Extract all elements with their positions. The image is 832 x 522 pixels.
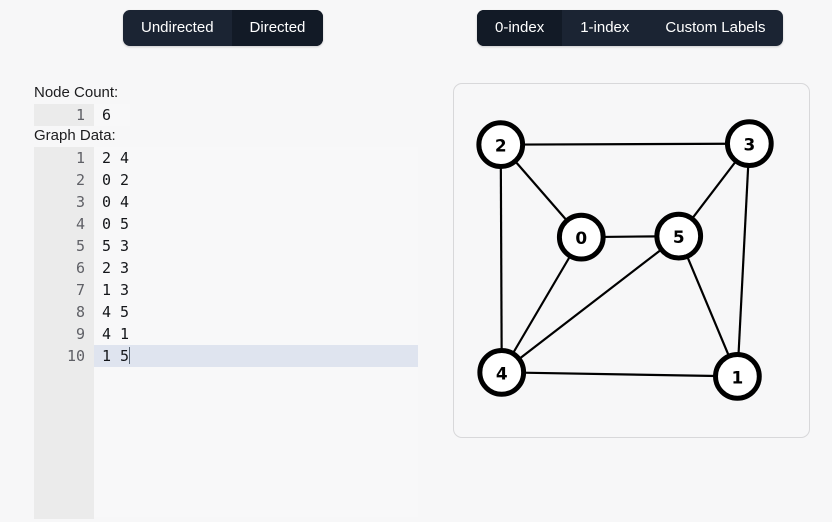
graph-node[interactable]: 2 [476, 120, 526, 170]
node-label: 4 [496, 363, 508, 383]
active-line-highlight [94, 345, 418, 367]
code-line[interactable]: 1 3 [102, 281, 130, 299]
graph-data-editor[interactable]: 1 2 3 4 5 6 7 8 9 10 2 4 0 2 0 4 0 5 5 3 2 3 1 3 4 5 4 1 1… [34, 147, 418, 519]
graph-edge [517, 248, 663, 361]
toggle-option-undirected[interactable]: Undirected [123, 10, 232, 46]
graph-edge [685, 254, 731, 358]
graph-edge [737, 164, 750, 356]
node-count-gutter: 1 [34, 104, 94, 126]
graph-data-gutter: 1 2 3 4 5 6 7 8 9 10 [34, 147, 94, 519]
graph-edge [499, 165, 503, 352]
node-circle[interactable] [654, 211, 704, 261]
code-line[interactable]: 2 3 [102, 259, 130, 277]
text-caret [129, 347, 131, 364]
graph-edge [513, 159, 569, 223]
graph-node[interactable]: 3 [724, 119, 774, 169]
line-number: 9 [75, 325, 85, 343]
node-circle[interactable] [556, 212, 606, 262]
node-circle[interactable] [477, 348, 527, 397]
graph-node[interactable]: 5 [654, 211, 704, 261]
graph-node[interactable]: 4 [477, 348, 527, 397]
code-line[interactable]: 4 1 [102, 325, 130, 343]
graph-node[interactable]: 1 [713, 351, 762, 401]
node-label: 2 [495, 136, 507, 156]
line-number: 7 [75, 281, 85, 299]
graph-edge [511, 254, 572, 355]
graph-data-label: Graph Data: [34, 127, 116, 144]
code-line[interactable]: 0 5 [102, 215, 130, 233]
line-number: 3 [75, 193, 85, 211]
line-number: 2 [75, 171, 85, 189]
toggle-option-1-index[interactable]: 1-index [562, 10, 647, 46]
graph-edge [690, 159, 738, 221]
graph-svg[interactable]: 2 3 0 5 4 1 [454, 84, 809, 437]
code-line[interactable]: 0 4 [102, 193, 130, 211]
code-line[interactable]: 6 [102, 106, 112, 124]
graph-visualization-panel[interactable]: 2 3 0 5 4 1 [453, 83, 810, 438]
toggle-option-custom-labels[interactable]: Custom Labels [647, 10, 783, 46]
toggle-option-directed[interactable]: Directed [231, 10, 324, 46]
line-number: 6 [75, 259, 85, 277]
graph-edge [521, 142, 729, 146]
line-number: 5 [75, 237, 85, 255]
node-count-code[interactable]: 6 [94, 104, 130, 126]
line-number: 1 [75, 106, 85, 124]
code-line[interactable]: 5 3 [102, 237, 130, 255]
code-line[interactable]: 2 4 [102, 149, 130, 167]
node-circle[interactable] [724, 119, 774, 169]
edge-layer [499, 142, 750, 378]
line-number: 10 [66, 347, 85, 365]
node-count-editor[interactable]: 1 6 [34, 104, 130, 126]
line-number: 1 [75, 149, 85, 167]
node-circle[interactable] [713, 351, 762, 401]
node-label: 5 [673, 227, 685, 247]
toggle-option-0-index[interactable]: 0-index [477, 10, 563, 46]
code-line[interactable]: 4 5 [102, 303, 130, 321]
graph-data-code[interactable]: 2 4 0 2 0 4 0 5 5 3 2 3 1 3 4 5 4 1 1 5 [94, 147, 418, 519]
graph-node[interactable]: 0 [556, 212, 606, 262]
line-number: 8 [75, 303, 85, 321]
node-label: 1 [732, 367, 744, 387]
node-label: 3 [743, 135, 755, 155]
code-line[interactable]: 0 2 [102, 171, 130, 189]
node-label: 0 [575, 228, 587, 248]
code-line[interactable]: 1 5 [102, 347, 131, 365]
node-circle[interactable] [476, 120, 526, 170]
line-number: 4 [75, 215, 85, 233]
graph-edge [602, 235, 658, 239]
node-layer: 2 3 0 5 4 1 [476, 119, 774, 401]
graph-edge [522, 371, 717, 378]
node-count-label: Node Count: [34, 84, 119, 101]
